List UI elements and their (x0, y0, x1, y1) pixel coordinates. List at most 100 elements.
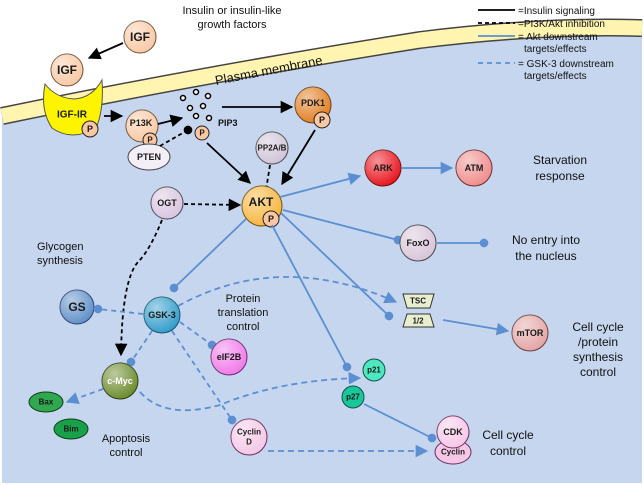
legend-insulin-label: =Insulin signaling (518, 6, 595, 17)
cellcycle-label-line2: control (490, 444, 526, 458)
starvation-label-line2: response (535, 169, 585, 183)
inhibit-gsk3-to-gs (93, 304, 144, 315)
cellcycle-protein-line3: synthesis (573, 350, 623, 364)
cyclin-d-node: Cyclin D (230, 418, 268, 456)
arrow-gsk3-to-tsc (177, 276, 398, 307)
cellcycle-label-line1: Cell cycle (482, 428, 534, 442)
p27-label: p27 (346, 393, 360, 402)
protein-label-line1: Protein (226, 293, 261, 305)
atm-label: ATM (465, 163, 484, 173)
inhibit-gsk3-to-eif2b (179, 321, 217, 350)
atm-node: ATM (455, 149, 493, 187)
legend-akt-label-line1: = Akt downstream (518, 32, 598, 43)
starvation-label-line1: Starvation (533, 153, 587, 167)
mtor-label: mTOR (517, 328, 544, 338)
pdk1-phospho-label: P (319, 115, 325, 125)
pdk1-node: PDK1 P (294, 86, 332, 129)
no-entry-label-line1: No entry into (512, 233, 580, 247)
tsc-node: TSC 1/2 (402, 293, 435, 328)
inhibit-pten-to-pip3 (159, 125, 193, 147)
gsk3-node: GSK-3 (143, 296, 181, 334)
eif2b-node: eIF2B (210, 338, 248, 376)
inhibit-akt-to-tsc (280, 212, 394, 321)
akt-label: AKT (249, 195, 274, 209)
ark-node: ARK (364, 149, 402, 187)
apoptosis-label-line1: Apoptosis (102, 433, 151, 445)
igf-bound-label: IGF (57, 63, 77, 77)
inhibit-akt-to-foxo (282, 209, 403, 245)
igf-free-label: IGF (130, 30, 150, 44)
pip3-phospho: P (194, 125, 210, 141)
arrow-pip3-to-akt (206, 142, 251, 184)
glycogen-label-line2: synthesis (37, 255, 83, 267)
akt-phospho-label: P (268, 214, 274, 224)
glycogen-label-line1: Glycogen (37, 241, 83, 253)
legend: =Insulin signaling =PI3K/Akt inhibition … (478, 6, 614, 82)
igf-ir-receptor: IGF IGF-IR P (43, 53, 103, 138)
arrow-cmyc-to-p21 (139, 371, 362, 412)
foxo-label: FoxO (406, 238, 429, 248)
mtor-node: mTOR (511, 314, 549, 352)
bax-label: Bax (39, 398, 54, 407)
legend-inhibition-label: =PI3K/Akt inhibition (518, 19, 605, 30)
arrow-ogt-to-akt (183, 198, 242, 212)
pten-node: PTEN (127, 143, 171, 171)
cdk-label: CDK (443, 427, 463, 437)
cellcycle-protein-line1: Cell cycle (572, 320, 624, 334)
igf-free-node: IGF (123, 20, 157, 54)
pp2a-label: PP2A/B (258, 144, 287, 153)
cyclin-d-label-line2: D (246, 438, 252, 447)
legend-akt-label-line2: targets/effects (524, 44, 587, 55)
apoptosis-label-line2: control (109, 447, 142, 459)
pip3-label: PIP3 (218, 118, 238, 128)
ogt-node: OGT (150, 186, 184, 220)
arrow-akt-to-ark (279, 172, 362, 198)
plasma-membrane-band (0, 20, 643, 124)
pip3-molecules (179, 88, 213, 122)
p21-label: p21 (367, 366, 381, 375)
pi3k-phospho-label: P (147, 136, 153, 145)
protein-label-line2: translation (218, 307, 269, 319)
insulin-label-line1: Insulin or insulin-like (182, 5, 281, 17)
akt-node: AKT P (241, 185, 283, 228)
inhibit-akt-to-gsk3 (169, 218, 247, 293)
legend-gsk3-label-line1: = GSK-3 downstream (518, 59, 614, 70)
inhibit-akt-to-p21-p27 (271, 224, 352, 372)
arrow-ogt-to-cmyc (114, 219, 163, 357)
cdk-cyclin-complex: Cyclin CDK (434, 415, 472, 465)
bax-node: Bax (28, 391, 64, 413)
cellcycle-protein-line4: control (580, 365, 616, 379)
pdk1-label: PDK1 (301, 98, 325, 108)
gs-node: GS (59, 289, 95, 325)
pip3-phospho-label: P (199, 129, 205, 138)
p27-node: p27 (341, 385, 365, 409)
gsk3-label: GSK-3 (148, 310, 176, 320)
inhibit-gsk3-to-cmyc (126, 330, 153, 367)
ark-label: ARK (373, 163, 393, 173)
igf-ir-phospho-label: P (87, 124, 93, 134)
arrow-pi3k-to-pip3 (157, 114, 184, 127)
protein-label-line3: control (226, 321, 259, 333)
tsc-bottom-label: 1/2 (412, 317, 424, 326)
legend-gsk3-label-line2: targets/effects (524, 71, 587, 82)
insulin-label-line2: growth factors (197, 19, 267, 31)
pp2a-node: PP2A/B (255, 131, 289, 165)
bim-node: Bim (53, 418, 89, 440)
bim-label: Bim (63, 425, 78, 434)
cellcycle-protein-line2: /protein (578, 335, 618, 349)
pi3k-label: P13K (130, 118, 153, 128)
no-entry-label-line2: the nucleus (515, 249, 576, 263)
inhibit-p27-to-cdk (363, 403, 437, 443)
arrow-tsc-to-mtor (442, 319, 510, 336)
cyclin-label: Cyclin (441, 448, 465, 457)
pi3k-node: P13K P (125, 109, 159, 148)
ogt-label: OGT (157, 198, 177, 208)
arrow-cmyc-to-bax (65, 388, 104, 405)
foxo-node: FoxO (399, 224, 437, 262)
arrow-pdk1-to-akt (281, 129, 316, 186)
gs-label: GS (68, 300, 85, 314)
cmyc-label: c-Myc (107, 376, 133, 386)
cmyc-node: c-Myc (101, 362, 139, 400)
